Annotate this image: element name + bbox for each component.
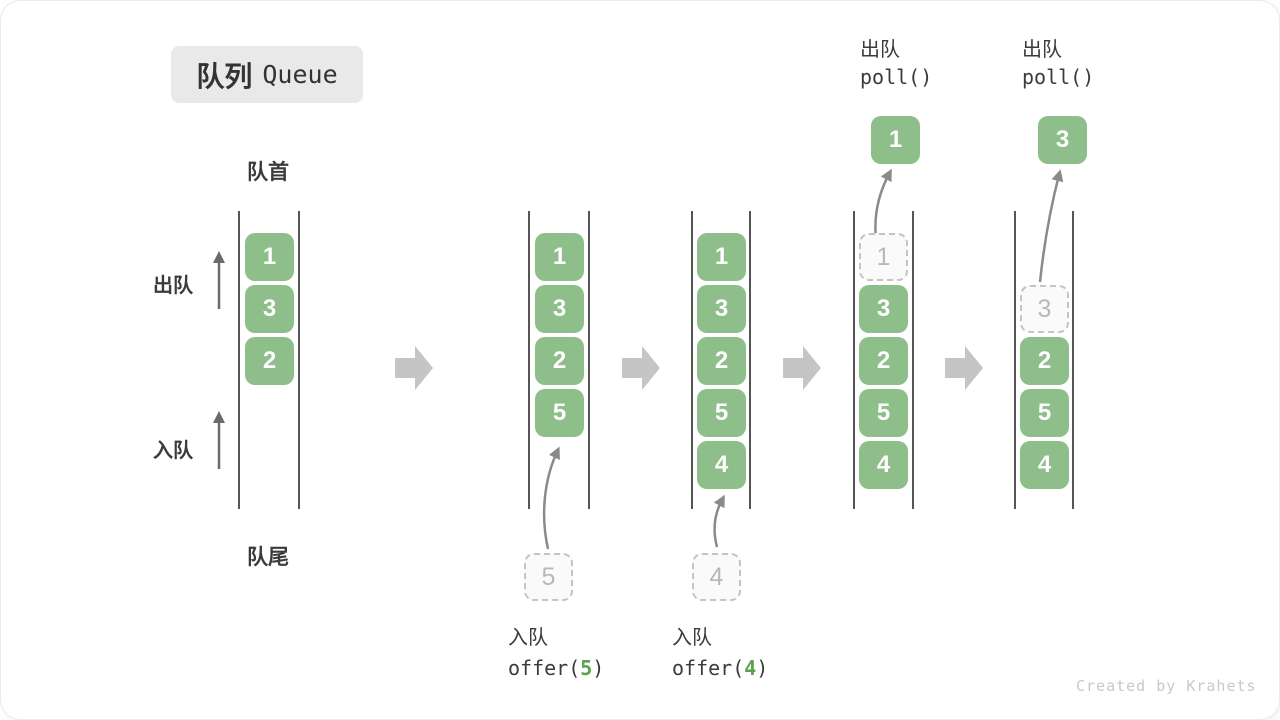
queue-item: 3	[859, 285, 908, 333]
queue-item: 2	[245, 337, 294, 385]
queue-item: 2	[535, 337, 584, 385]
removed-item-ghost: 3	[1020, 285, 1069, 333]
watermark: Created by Krahets	[1076, 677, 1257, 695]
dequeue-op-label: 出队	[860, 39, 900, 61]
state-transition-arrow-1	[395, 346, 433, 390]
queue-item: 4	[859, 441, 908, 489]
state-transition-arrow-2	[622, 346, 660, 390]
enqueue-op-code: offer(4)	[672, 656, 768, 680]
title-zh: 队列	[196, 60, 253, 92]
enqueue-op-code: offer(5)	[508, 656, 604, 680]
code-arg: 4	[744, 656, 757, 680]
queue-wall	[912, 211, 914, 509]
queue-wall	[528, 211, 530, 509]
title-en: Queue	[262, 60, 338, 89]
queue-wall	[1072, 211, 1074, 509]
dequeue-op-code: poll()	[860, 65, 933, 89]
code-arg: 5	[580, 656, 593, 680]
code-fn: offer(	[672, 656, 745, 680]
queue-wall	[853, 211, 855, 509]
queue-item: 2	[859, 337, 908, 385]
queue-item: 5	[697, 389, 746, 437]
queue-item: 5	[535, 389, 584, 437]
popped-item: 3	[1038, 116, 1087, 164]
enqueue-side-label: 入队	[153, 440, 193, 462]
queue-item: 1	[535, 233, 584, 281]
incoming-item-ghost: 5	[524, 553, 573, 601]
queue-item: 1	[245, 233, 294, 281]
queue-item: 3	[697, 285, 746, 333]
queue-wall	[588, 211, 590, 509]
queue-item: 3	[245, 285, 294, 333]
code-close: )	[592, 656, 605, 680]
queue-item: 5	[1020, 389, 1069, 437]
queue-item: 3	[535, 285, 584, 333]
code-close: )	[756, 656, 769, 680]
queue-item: 4	[697, 441, 746, 489]
removed-item-ghost: 1	[859, 233, 908, 281]
enqueue-op-label: 入队	[508, 627, 548, 649]
state-transition-arrow-4	[945, 346, 983, 390]
queue-item: 2	[697, 337, 746, 385]
dequeue-op-code: poll()	[1022, 65, 1095, 89]
queue-wall	[749, 211, 751, 509]
incoming-item-ghost: 4	[692, 553, 741, 601]
queue-item: 2	[1020, 337, 1069, 385]
queue-wall	[691, 211, 693, 509]
title-badge: 队列 Queue	[171, 46, 363, 103]
queue-wall	[298, 211, 300, 509]
queue-item: 4	[1020, 441, 1069, 489]
queue-front-label: 队首	[247, 161, 289, 184]
queue-wall	[1014, 211, 1016, 509]
code-fn: offer(	[508, 656, 581, 680]
enqueue-op-label: 入队	[672, 627, 712, 649]
dequeue-op-label: 出队	[1022, 39, 1062, 61]
enqueue-arrow-offer4	[713, 494, 725, 548]
popped-item: 1	[871, 116, 920, 164]
queue-item: 1	[697, 233, 746, 281]
queue-item: 5	[859, 389, 908, 437]
dequeue-side-label: 出队	[153, 275, 193, 297]
queue-rear-label: 队尾	[247, 546, 289, 569]
enqueue-arrow-offer5	[542, 446, 560, 550]
queue-wall	[238, 211, 240, 509]
state-transition-arrow-3	[783, 346, 821, 390]
poll-arrow-3	[1038, 169, 1064, 283]
